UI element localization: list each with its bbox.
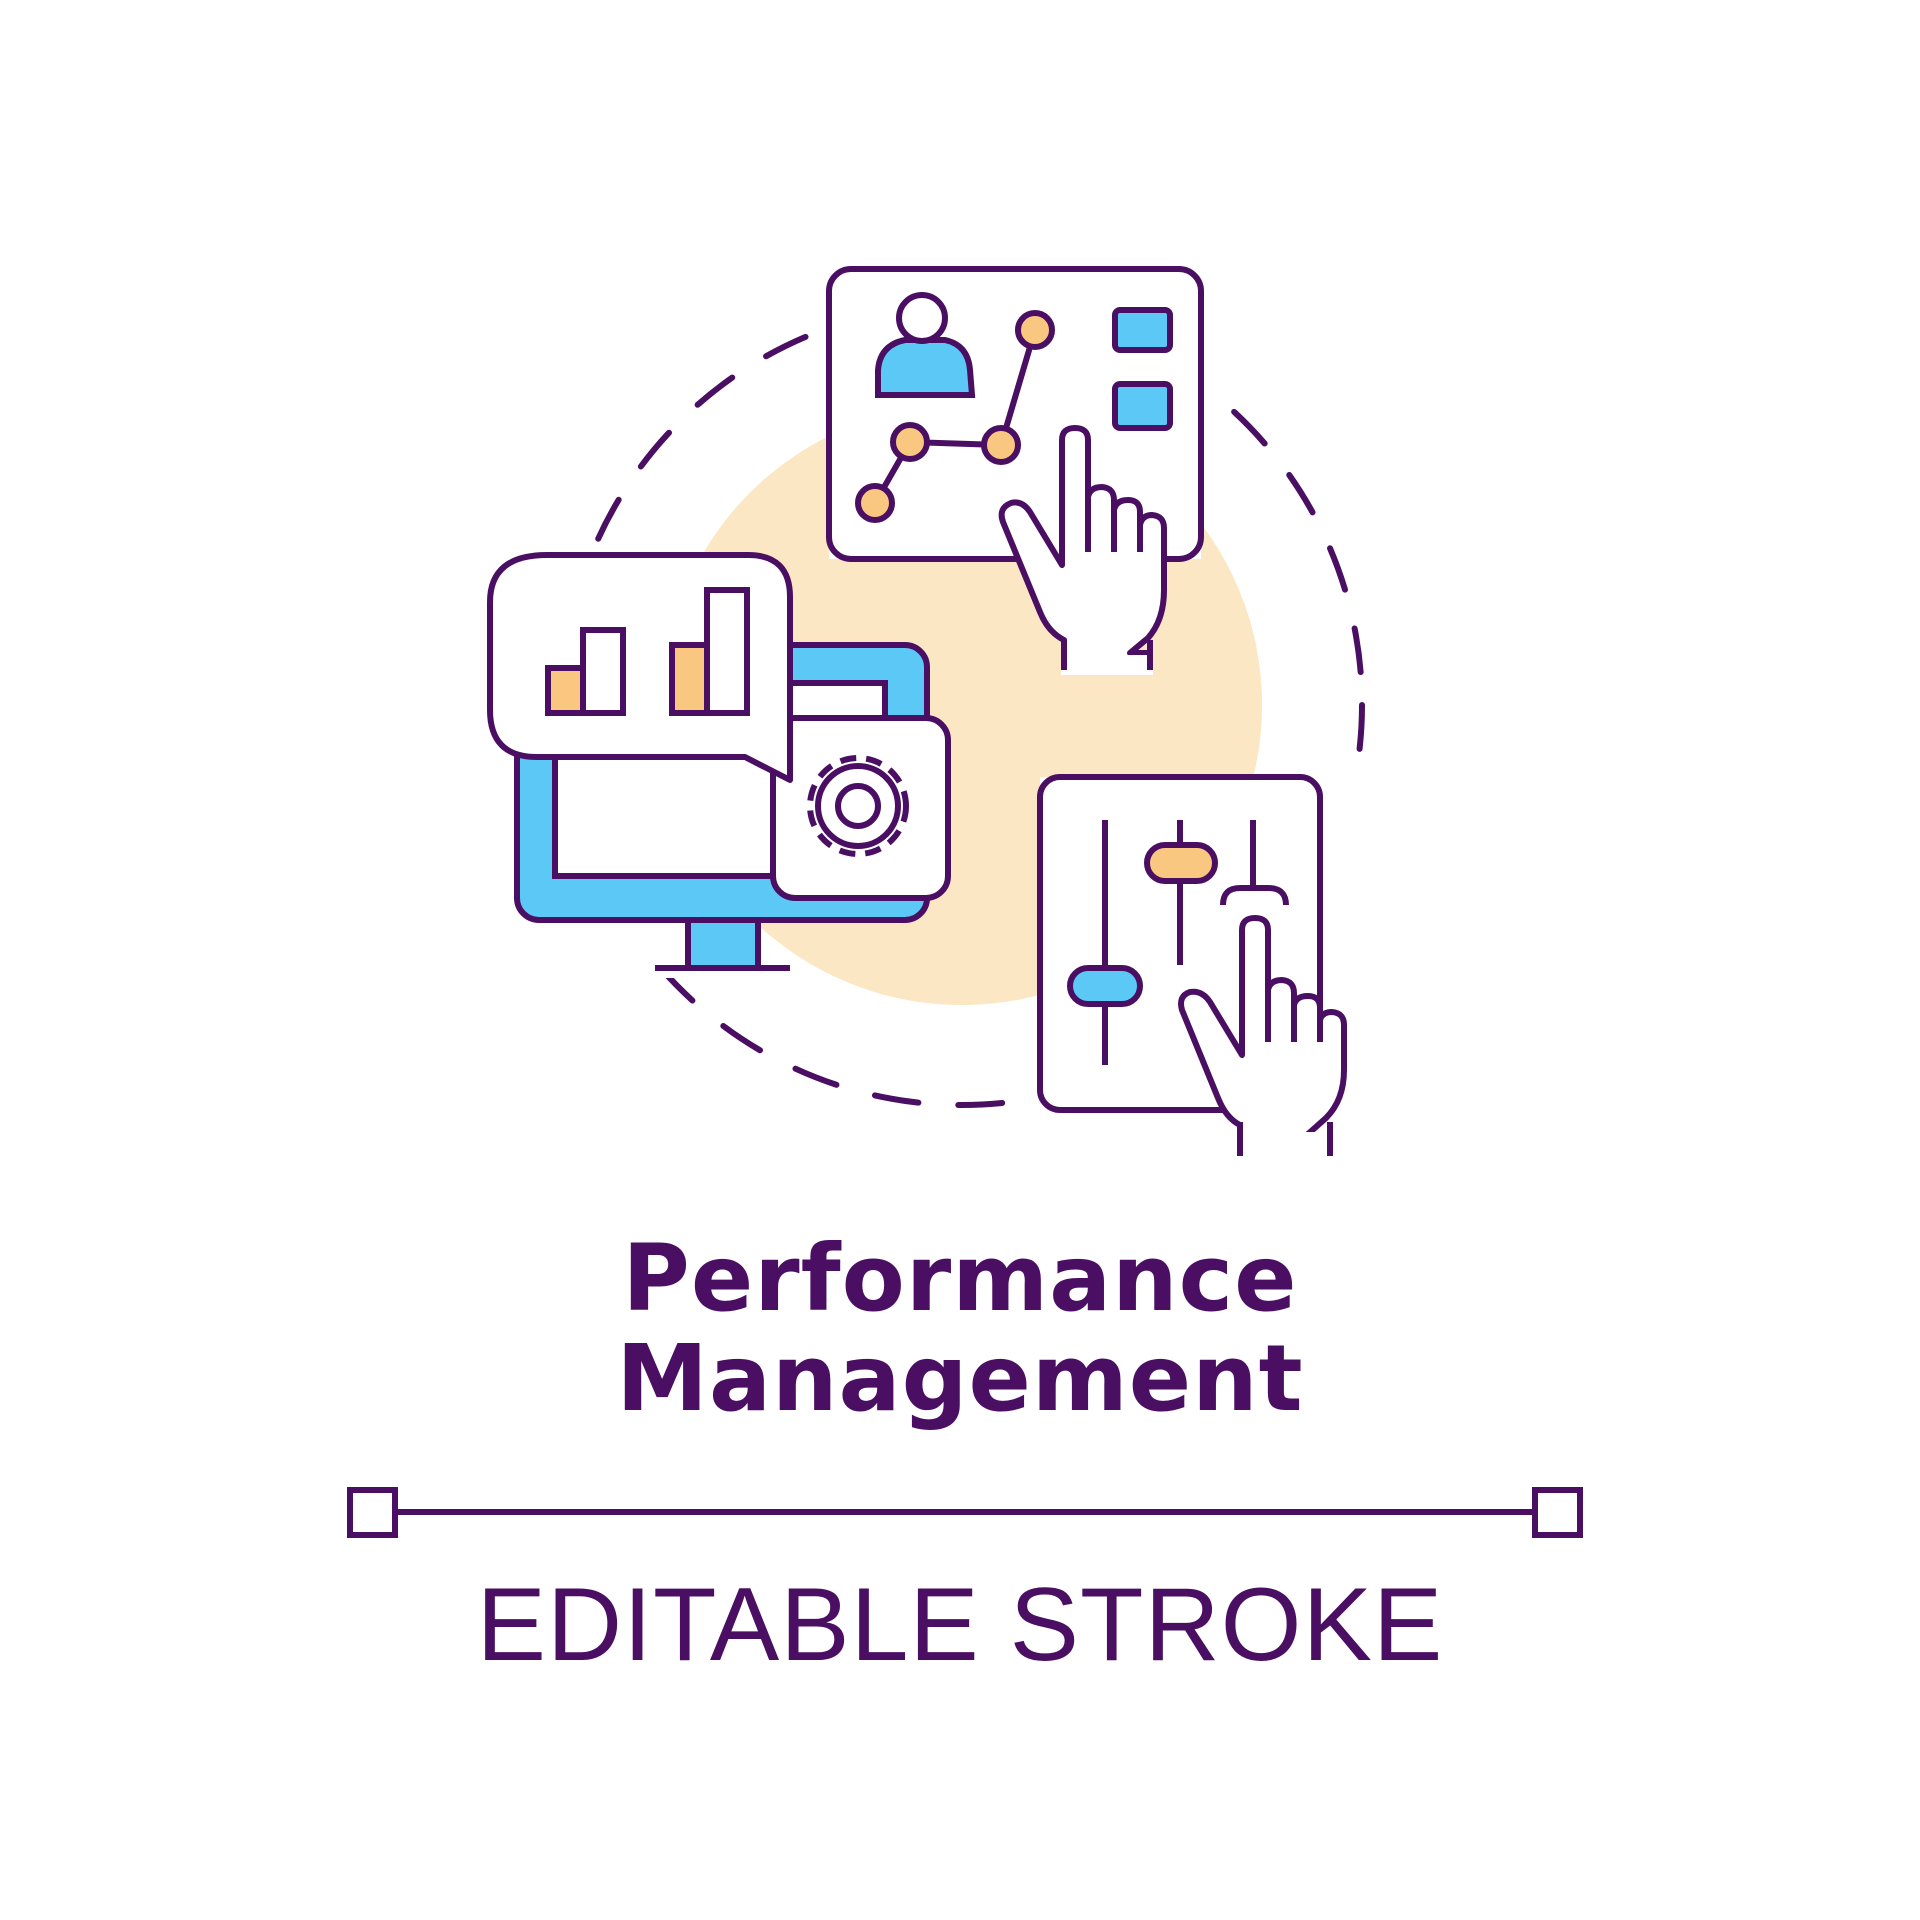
caption-editable-stroke: EDITABLE STROKE [476, 1567, 1444, 1683]
line-graph-icon [855, 310, 1055, 523]
blue-box-bottom [1112, 381, 1173, 431]
monitor-stand [685, 917, 761, 971]
slider-knob-icon [1067, 965, 1143, 1007]
title-line-1: Performance [622, 1225, 1298, 1332]
gear-card-icon [770, 715, 951, 901]
user-icon [875, 292, 976, 398]
title-line-2: Management [616, 1325, 1304, 1432]
bar-chart-popup-icon [487, 552, 793, 783]
pointing-hand-icon [998, 425, 1167, 675]
gear-icon [807, 755, 909, 857]
slider-knob-icon [1144, 842, 1218, 884]
pointing-hand-icon [1178, 915, 1347, 1156]
editable-stroke-line-icon [347, 1487, 1583, 1538]
blue-box-top [1112, 307, 1173, 353]
